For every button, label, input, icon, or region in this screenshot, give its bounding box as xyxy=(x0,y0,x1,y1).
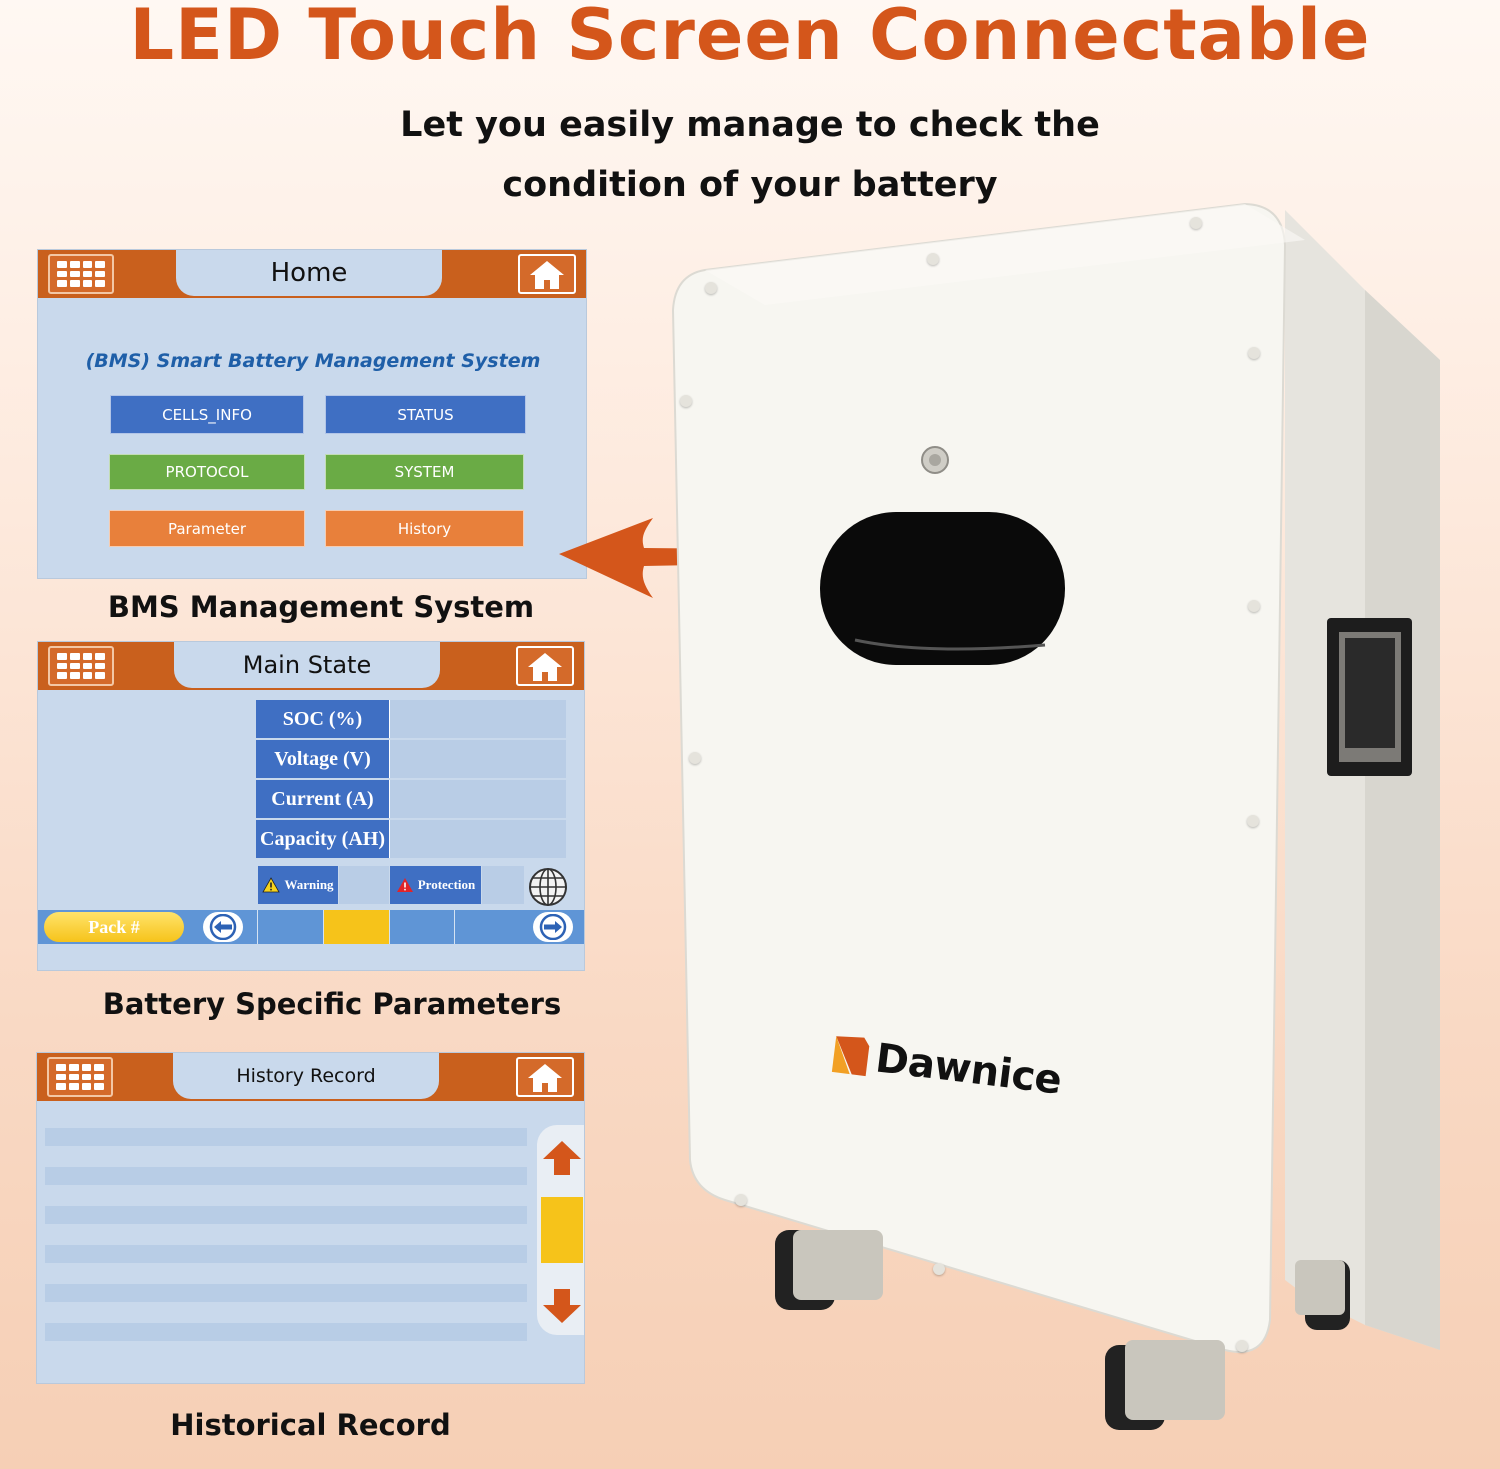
menu-grid-icon[interactable] xyxy=(48,646,114,686)
menu-grid-icon[interactable] xyxy=(47,1057,113,1097)
history-row[interactable] xyxy=(45,1206,527,1224)
main-state-caption: Battery Specific Parameters xyxy=(102,987,562,1021)
home-icon[interactable] xyxy=(516,646,574,686)
next-arrow-icon[interactable] xyxy=(533,912,573,942)
globe-icon[interactable] xyxy=(527,866,569,908)
page-title-text: Home xyxy=(270,258,348,288)
soc-label: SOC (%) xyxy=(256,700,389,738)
bolt xyxy=(705,282,717,294)
history-row[interactable] xyxy=(45,1323,527,1341)
warning-icon xyxy=(262,877,281,893)
bolt xyxy=(933,1263,945,1275)
bolt xyxy=(927,253,939,265)
warning-indicator[interactable]: Warning xyxy=(258,866,338,904)
bolt xyxy=(680,395,692,407)
protocol-button[interactable]: PROTOCOL xyxy=(109,454,305,490)
subheadline-line-1: Let you easily manage to check the xyxy=(400,105,1100,145)
bolt xyxy=(1236,1340,1248,1352)
subheadline: Let you easily manage to check the condi… xyxy=(0,95,1500,215)
bolt xyxy=(1248,600,1260,612)
scroll-down-arrow-icon[interactable] xyxy=(541,1287,583,1325)
scroll-thumb[interactable] xyxy=(541,1197,583,1263)
brand-logo-icon xyxy=(831,1036,870,1077)
bolt xyxy=(1247,815,1259,827)
previous-arrow-icon[interactable] xyxy=(203,912,243,942)
protection-icon xyxy=(396,878,413,892)
current-value xyxy=(389,780,566,818)
protection-indicator[interactable]: Protection xyxy=(390,866,481,904)
history-screen: History Record xyxy=(36,1052,585,1384)
pack-cell[interactable] xyxy=(389,910,454,944)
header-bar xyxy=(38,294,586,298)
page-title: History Record xyxy=(173,1053,439,1099)
bolt xyxy=(1190,217,1202,229)
pack-number-button[interactable]: Pack # xyxy=(44,912,184,942)
home-icon[interactable] xyxy=(516,1057,574,1097)
protection-label: Protection xyxy=(417,877,476,892)
page-title: Main State xyxy=(174,642,440,688)
subheadline-line-2: condition of your battery xyxy=(502,165,998,205)
menu-grid-icon[interactable] xyxy=(48,254,114,294)
capacity-value xyxy=(389,820,566,858)
pack-cell[interactable] xyxy=(257,910,323,944)
main-state-screen: Main State SOC (%) Voltage (V) Current (… xyxy=(37,641,585,971)
brand-logo: Dawnice xyxy=(829,1030,1064,1104)
history-row[interactable] xyxy=(45,1167,527,1185)
history-row[interactable] xyxy=(45,1128,527,1146)
battery-cabinet: Dawnice xyxy=(665,200,1465,1430)
current-label: Current (A) xyxy=(256,780,389,818)
home-icon[interactable] xyxy=(518,254,576,294)
bolt xyxy=(735,1194,747,1206)
voltage-label: Voltage (V) xyxy=(256,740,389,778)
history-row[interactable] xyxy=(45,1284,527,1302)
bolt xyxy=(1248,347,1260,359)
scroll-up-arrow-icon[interactable] xyxy=(541,1139,583,1177)
history-button[interactable]: History xyxy=(325,510,524,547)
home-screen: Home (BMS) Smart Battery Management Syst… xyxy=(37,249,587,579)
bolt xyxy=(689,752,701,764)
bms-title: (BMS) Smart Battery Management System xyxy=(85,350,541,372)
protection-value xyxy=(482,866,524,904)
header-bar xyxy=(38,686,584,690)
system-button[interactable]: SYSTEM xyxy=(325,454,524,490)
home-caption: BMS Management System xyxy=(107,590,535,624)
headline: LED Touch Screen Connectable xyxy=(129,0,1371,76)
page-title-text: History Record xyxy=(236,1065,376,1087)
header-bar xyxy=(37,1097,584,1101)
page-title: Home xyxy=(176,250,442,296)
pack-cell[interactable] xyxy=(454,910,519,944)
cells-info-button[interactable]: CELLS_INFO xyxy=(110,395,304,434)
voltage-value xyxy=(389,740,566,778)
scrollbar[interactable] xyxy=(537,1125,584,1335)
status-button[interactable]: STATUS xyxy=(325,395,526,434)
pack-cell-selected[interactable] xyxy=(323,910,389,944)
warning-value xyxy=(339,866,389,904)
history-caption: Historical Record xyxy=(170,1408,451,1442)
soc-value xyxy=(389,700,566,738)
history-row[interactable] xyxy=(45,1245,527,1263)
parameter-button[interactable]: Parameter xyxy=(109,510,305,547)
capacity-label: Capacity (AH) xyxy=(256,820,389,858)
page-title-text: Main State xyxy=(242,651,372,679)
warning-label: Warning xyxy=(284,877,334,892)
